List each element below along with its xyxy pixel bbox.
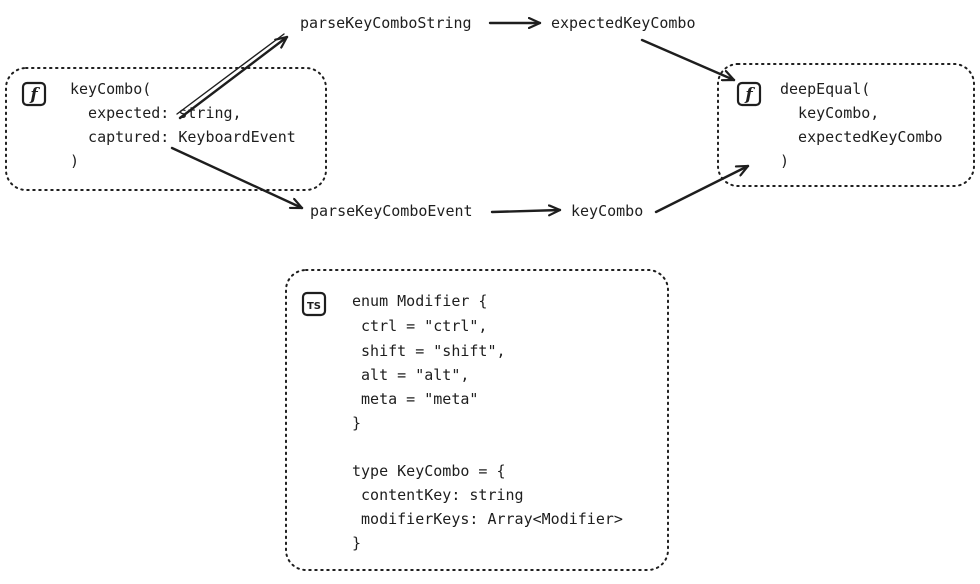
deep-equal-line-3: expectedKeyCombo bbox=[780, 128, 943, 146]
svg-text:f: f bbox=[744, 85, 755, 105]
key-combo-result-label: keyCombo bbox=[571, 202, 643, 220]
arrow-keycombo-result-to-deep-equal bbox=[654, 164, 750, 214]
keycombo-function-box: f keyCombo( expected: string, captured: … bbox=[5, 67, 327, 191]
keycombo-line-4: ) bbox=[70, 152, 79, 170]
arrow-keycombo-to-parse-string bbox=[178, 35, 289, 120]
types-line-10: modifierKeys: Array<Modifier> bbox=[352, 510, 623, 528]
deep-equal-function-box: f deepEqual( keyCombo, expectedKeyCombo … bbox=[717, 63, 975, 187]
types-line-6: } bbox=[352, 414, 361, 432]
types-line-8: type KeyCombo = { bbox=[352, 462, 506, 480]
types-line-4: alt = "alt", bbox=[352, 366, 469, 384]
function-icon: f bbox=[736, 81, 762, 107]
deep-equal-line-1: deepEqual( bbox=[780, 80, 870, 98]
keycombo-function-box-border bbox=[5, 67, 327, 191]
function-icon: f bbox=[21, 81, 47, 107]
deep-equal-line-4: ) bbox=[780, 152, 789, 170]
typescript-types-box-border bbox=[285, 269, 669, 571]
arrow-keycombo-to-parse-string-stroke bbox=[176, 33, 285, 115]
svg-text:TS: TS bbox=[307, 301, 321, 312]
arrow-parse-event-to-keycombo bbox=[490, 210, 562, 212]
types-line-11: } bbox=[352, 534, 361, 552]
deep-equal-function-box-border bbox=[717, 63, 975, 187]
deep-equal-line-2: keyCombo, bbox=[780, 104, 879, 122]
parse-key-combo-event-label: parseKeyComboEvent bbox=[310, 202, 473, 220]
types-line-9: contentKey: string bbox=[352, 486, 524, 504]
keycombo-line-3: captured: KeyboardEvent bbox=[70, 128, 296, 146]
arrow-expected-to-deep-equal bbox=[640, 38, 736, 80]
types-code: enum Modifier { ctrl = "ctrl", shift = "… bbox=[352, 292, 623, 552]
svg-text:f: f bbox=[29, 85, 40, 105]
parse-key-combo-string-label: parseKeyComboString bbox=[300, 14, 472, 32]
keycombo-line-2: expected: string, bbox=[70, 104, 242, 122]
keycombo-line-1: keyCombo( bbox=[70, 80, 151, 98]
types-line-2: ctrl = "ctrl", bbox=[352, 317, 487, 335]
types-line-1: enum Modifier { bbox=[352, 292, 487, 310]
expected-key-combo-label: expectedKeyCombo bbox=[551, 14, 696, 32]
types-line-5: meta = "meta" bbox=[352, 390, 478, 408]
types-line-3: shift = "shift", bbox=[352, 342, 506, 360]
arrow-keycombo-to-parse-event bbox=[170, 146, 304, 210]
typescript-types-box: TS enum Modifier { ctrl = "ctrl", shift … bbox=[285, 269, 669, 571]
typescript-icon: TS bbox=[301, 291, 327, 317]
